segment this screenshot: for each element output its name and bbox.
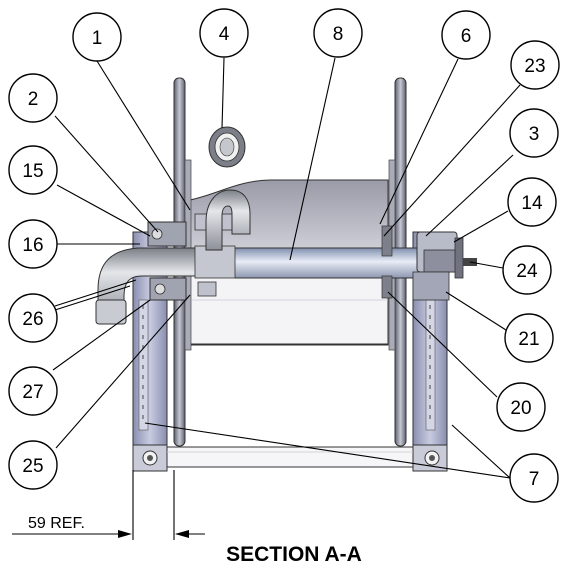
balloon-label: 27 [22,382,43,403]
balloon-label: 14 [521,193,543,214]
balloon-label: 26 [22,309,43,330]
balloon-2: 2 [8,73,58,123]
balloon-27: 27 [8,366,58,416]
riser-elbow [205,189,251,251]
balloon-7: 7 [509,453,559,503]
balloon-1: 1 [72,12,122,62]
balloon-26: 26 [8,293,58,343]
balloon-6: 6 [441,10,491,60]
balloon-label: 20 [510,398,531,419]
balloon-20: 20 [496,382,546,432]
balloon-label: 1 [92,28,103,49]
balloon-label: 15 [22,161,43,182]
balloon-3: 3 [509,108,559,158]
balloon-label: 16 [22,235,43,256]
balloon-16: 16 [8,219,58,269]
balloon-label: 7 [529,469,540,490]
balloon-label: 3 [529,124,540,145]
base-tube [166,446,414,468]
balloon-15: 15 [8,145,58,195]
fitting-part-4 [208,126,246,168]
leader-lines [52,57,521,479]
balloon-label: 6 [461,26,472,47]
balloon-8: 8 [313,8,363,58]
inlet-elbow-pipe [95,245,236,325]
balloon-4: 4 [199,8,249,58]
balloon-label: 25 [22,456,43,477]
reel-assembly [95,77,477,472]
balloon-23: 23 [510,40,560,90]
balloon-label: 24 [516,261,538,282]
dimension-label: 59 REF. [28,515,85,532]
balloon-label: 2 [28,89,39,110]
balloon-25: 25 [8,440,58,490]
balloon-label: 21 [518,329,539,350]
section-title: SECTION A-A [226,543,362,566]
balloon-label: 8 [333,24,344,45]
dimension-59: 59 REF. [12,470,205,540]
balloon-21: 21 [504,313,554,363]
balloon-label: 23 [524,56,545,77]
balloon-label: 4 [219,24,230,45]
balloon-24: 24 [502,245,552,295]
balloon-14: 14 [507,177,557,227]
